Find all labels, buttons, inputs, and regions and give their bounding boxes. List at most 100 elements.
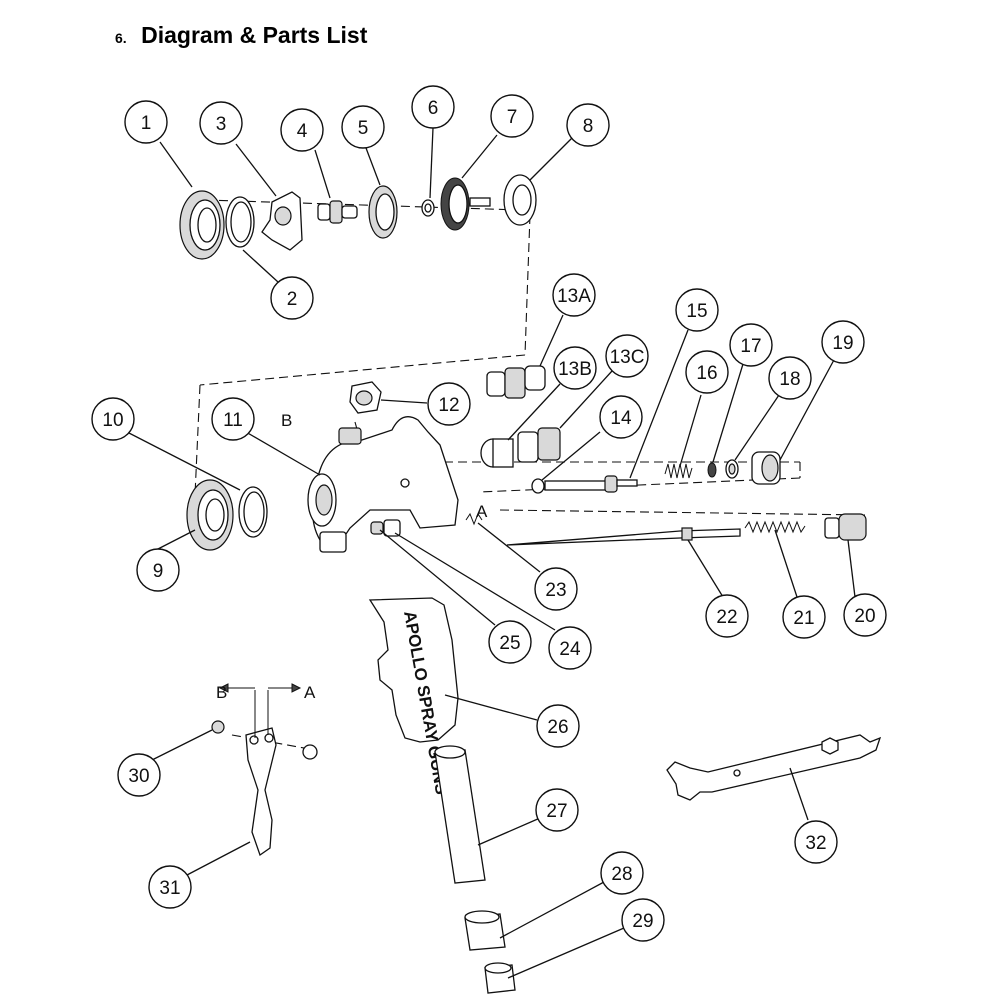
part-12-fluid-nut <box>349 381 382 414</box>
part-15-valve-stem <box>604 475 638 493</box>
svg-text:16: 16 <box>696 363 717 384</box>
svg-text:2: 2 <box>287 289 298 310</box>
callout-27: 27 <box>535 788 579 832</box>
svg-text:31: 31 <box>159 878 180 899</box>
callout-13a: 13A <box>552 273 596 317</box>
svg-text:19: 19 <box>832 333 853 354</box>
callout-18: 18 <box>768 356 812 400</box>
marker-a-upper: A <box>476 502 488 521</box>
callout-12: 12 <box>427 382 471 426</box>
part-5-baffle <box>368 185 398 239</box>
callout-20: 20 <box>843 593 887 637</box>
part-2-gasket <box>225 196 255 248</box>
callout-14: 14 <box>599 395 643 439</box>
callout-32: 32 <box>794 820 838 864</box>
svg-text:17: 17 <box>740 336 761 357</box>
svg-text:26: 26 <box>547 717 568 738</box>
part-3-air-cap <box>261 191 303 251</box>
svg-text:13A: 13A <box>557 286 591 307</box>
callout-13c: 13C <box>605 334 649 378</box>
callout-15: 15 <box>675 288 719 332</box>
part-17-washer <box>707 462 717 478</box>
callout-21: 21 <box>782 595 826 639</box>
trigger-markers: B A <box>216 683 316 738</box>
svg-text:18: 18 <box>779 369 800 390</box>
svg-text:4: 4 <box>297 121 308 142</box>
callout-10: 10 <box>91 397 135 441</box>
callout-11: 11 <box>211 397 255 441</box>
svg-text:27: 27 <box>546 801 567 822</box>
svg-text:21: 21 <box>793 608 814 629</box>
callout-3: 3 <box>199 101 243 145</box>
callout-26: 26 <box>536 704 580 748</box>
callout-4: 4 <box>280 108 324 152</box>
svg-text:10: 10 <box>102 410 123 431</box>
part-21-needle-spring <box>744 520 806 534</box>
svg-text:9: 9 <box>153 561 164 582</box>
part-6-washer <box>421 199 435 217</box>
svg-text:13C: 13C <box>610 347 645 368</box>
marker-b-upper: B <box>281 411 292 430</box>
svg-text:25: 25 <box>499 633 520 654</box>
callout-8: 8 <box>566 103 610 147</box>
svg-text:24: 24 <box>559 639 581 660</box>
part-30-trigger-screw <box>211 720 225 734</box>
svg-text:1: 1 <box>141 113 152 134</box>
part-22-fluid-needle <box>506 527 741 546</box>
part-13b-fitting <box>480 438 514 468</box>
part-20-needle-adjuster-knob <box>824 513 867 541</box>
marker-b-lower: B <box>216 683 227 702</box>
part-18-seal <box>725 459 739 479</box>
callout-31: 31 <box>148 865 192 909</box>
svg-text:11: 11 <box>223 410 243 431</box>
callout-23: 23 <box>534 567 578 611</box>
callout-6: 6 <box>411 85 455 129</box>
callout-17: 17 <box>729 323 773 367</box>
part-29-nut <box>484 962 516 994</box>
svg-text:29: 29 <box>632 911 653 932</box>
page-heading: 6. Diagram & Parts List <box>115 22 367 49</box>
part-24-screw <box>383 519 401 537</box>
svg-text:28: 28 <box>611 864 632 885</box>
svg-text:13B: 13B <box>558 359 592 380</box>
callout-29: 29 <box>621 898 665 942</box>
callout-24: 24 <box>548 626 592 670</box>
svg-text:23: 23 <box>545 580 566 601</box>
part-13a-fitting <box>486 365 546 399</box>
part-32-wrench <box>666 734 882 801</box>
section-number: 6. <box>115 30 127 46</box>
part-7-distribution-ring <box>440 177 491 231</box>
part-14-packing-nut <box>531 478 608 494</box>
part-31-trigger <box>245 727 318 857</box>
part-27-air-inlet-tube <box>434 745 486 884</box>
callout-5: 5 <box>341 105 385 149</box>
svg-text:6: 6 <box>428 98 439 119</box>
part-1-air-cap-ring <box>179 190 225 260</box>
marker-a-lower: A <box>304 683 316 702</box>
svg-text:30: 30 <box>128 766 149 787</box>
part-4-fluid-nozzle <box>317 200 358 224</box>
part-11-gun-body <box>307 416 459 553</box>
callout-19: 19 <box>821 320 865 364</box>
part-28-connector <box>464 910 506 951</box>
part-16-spring <box>664 463 693 479</box>
part-8-retainer-plate <box>503 174 537 226</box>
callout-7: 7 <box>490 94 534 138</box>
callout-30: 30 <box>117 753 161 797</box>
svg-text:15: 15 <box>686 301 707 322</box>
callout-16: 16 <box>685 350 729 394</box>
leader-lines <box>126 127 856 979</box>
svg-text:22: 22 <box>716 607 737 628</box>
svg-text:12: 12 <box>438 395 459 416</box>
callout-9: 9 <box>136 548 180 592</box>
svg-text:32: 32 <box>805 833 826 854</box>
svg-text:5: 5 <box>358 118 369 139</box>
callout-13b: 13B <box>553 346 597 390</box>
callout-22: 22 <box>705 594 749 638</box>
page-title: Diagram & Parts List <box>141 22 368 48</box>
svg-text:14: 14 <box>610 408 632 429</box>
callout-1: 1 <box>124 100 168 144</box>
part-25-screw <box>370 521 384 535</box>
part-9-air-cap-ring <box>186 479 234 551</box>
